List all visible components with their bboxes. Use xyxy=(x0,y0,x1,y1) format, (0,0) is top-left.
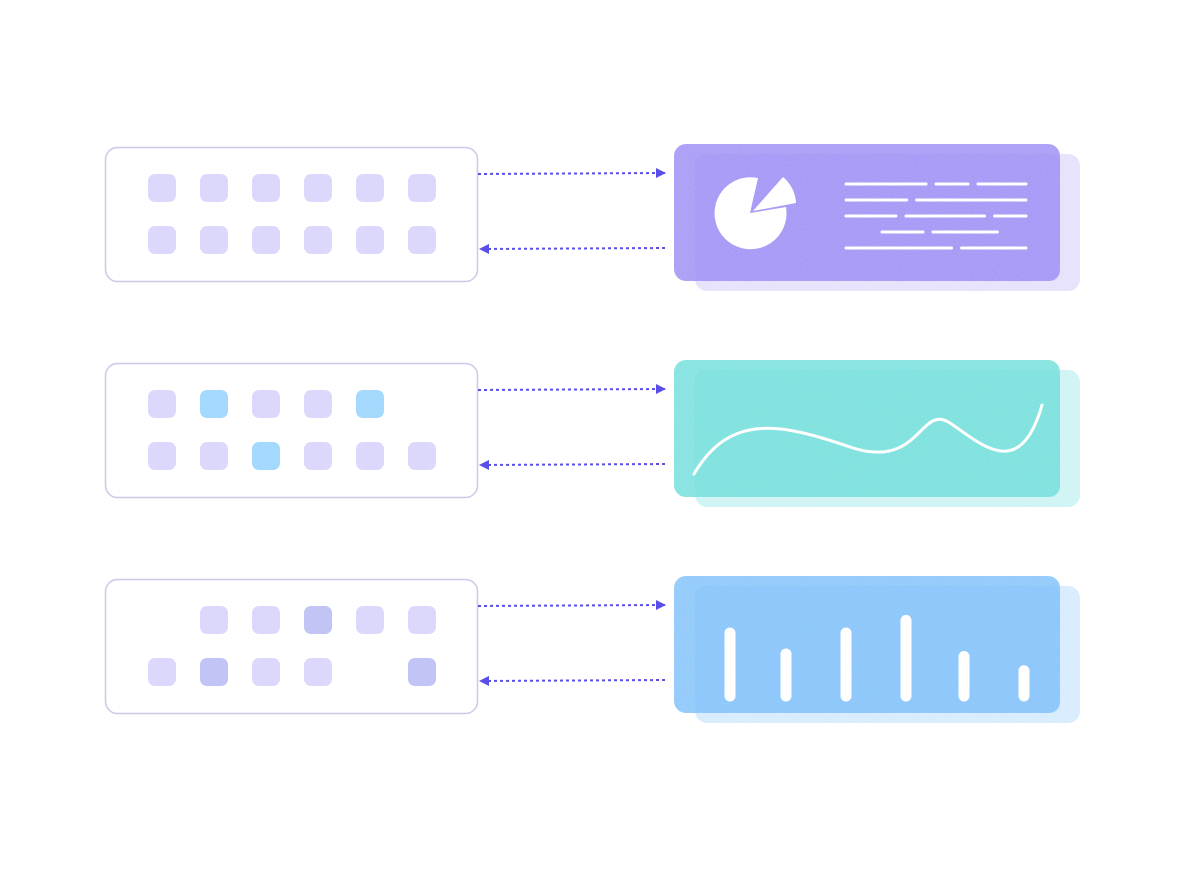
arrow-left xyxy=(479,675,666,686)
source-box xyxy=(104,362,479,499)
grid-cell xyxy=(304,606,332,634)
rows-layer xyxy=(104,144,1080,723)
grid-cell xyxy=(252,442,280,470)
grid-cell xyxy=(304,226,332,254)
grid-cell xyxy=(200,606,228,634)
grid-cell xyxy=(200,658,228,686)
grid-cell xyxy=(148,390,176,418)
grid-cell xyxy=(148,226,176,254)
grid-cell xyxy=(200,226,228,254)
row-1 xyxy=(104,144,1080,291)
grid-cell xyxy=(356,442,384,470)
panel-inner xyxy=(695,586,1060,713)
grid-cell xyxy=(148,174,176,202)
grid-cell xyxy=(408,174,436,202)
grid-cell xyxy=(304,390,332,418)
grid-cell xyxy=(356,390,384,418)
arrow-right xyxy=(477,384,666,395)
pie-icon xyxy=(714,177,787,250)
wave-line xyxy=(692,403,1044,476)
source-box xyxy=(104,578,479,715)
grid-cell xyxy=(304,442,332,470)
grid-cell xyxy=(200,390,228,418)
grid-cell xyxy=(408,442,436,470)
arrow-right xyxy=(477,600,666,611)
row-2 xyxy=(104,360,1080,507)
grid-cell xyxy=(408,226,436,254)
grid-cell xyxy=(148,442,176,470)
panel-inner xyxy=(695,370,1060,497)
pie-slice-icon xyxy=(753,177,796,211)
grid-cell xyxy=(304,174,332,202)
source-box xyxy=(104,146,479,283)
arrow-left xyxy=(479,243,666,254)
arrow-left xyxy=(479,459,666,470)
grid-cell xyxy=(304,658,332,686)
grid-cell xyxy=(356,606,384,634)
grid-cell xyxy=(252,606,280,634)
grid-cell xyxy=(408,658,436,686)
arrow-right xyxy=(477,168,666,179)
grid-cell xyxy=(252,174,280,202)
grid-cell xyxy=(408,606,436,634)
row-3 xyxy=(104,576,1080,723)
grid-cell xyxy=(252,658,280,686)
grid-cell xyxy=(252,390,280,418)
grid-cell xyxy=(356,226,384,254)
grid-cell xyxy=(252,226,280,254)
grid-cell xyxy=(200,442,228,470)
grid-cell xyxy=(356,174,384,202)
grid-cell xyxy=(148,658,176,686)
grid-cell xyxy=(200,174,228,202)
